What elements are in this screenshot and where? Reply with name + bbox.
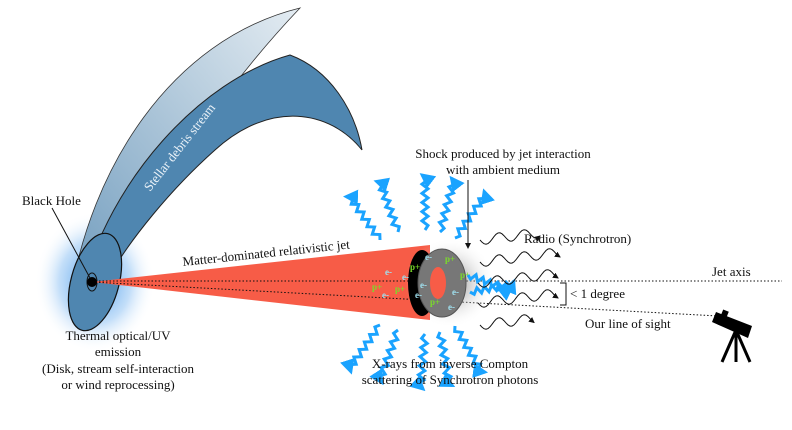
electron-label: e- [425, 252, 432, 262]
radio-wave-group [477, 229, 561, 330]
black-hole-label: Black Hole [22, 193, 81, 208]
radio-label: Radio (Synchrotron) [524, 231, 631, 246]
xray-label-line2: scattering of Synchrotron photons [362, 372, 539, 387]
photon-arrow-group [340, 173, 517, 392]
radio-wave [477, 269, 559, 288]
photon-arrow [469, 278, 517, 297]
photon-arrow [342, 189, 382, 241]
line-of-sight [91, 281, 719, 317]
debris-stream-inner [81, 54, 363, 291]
proton-label: p+ [372, 282, 382, 292]
shock-label-line1: Shock produced by jet interaction [415, 146, 591, 161]
electron-label: e- [382, 290, 389, 300]
photon-arrow [437, 175, 465, 234]
thermal-label-line2: emission [95, 344, 142, 359]
electron-label: e- [452, 287, 459, 297]
electron-label: e- [415, 290, 422, 300]
proton-label: p+ [460, 270, 470, 280]
black-hole-pointer [51, 207, 91, 279]
thermal-label-line1: Thermal optical/UV [65, 328, 171, 343]
electron-label: e- [420, 280, 427, 290]
photon-arrow [369, 328, 401, 386]
proton-label: p+ [430, 297, 440, 307]
black-hole [87, 277, 97, 287]
jet-axis-label: Jet axis [712, 264, 751, 279]
electron-label: e- [448, 302, 455, 312]
radio-wave [477, 289, 559, 308]
radio-wave [479, 314, 535, 330]
proton-label: p+ [395, 284, 405, 294]
shock-label-line2: with ambient medium [446, 162, 560, 177]
photon-arrow [419, 173, 437, 231]
radio-wave [479, 229, 541, 245]
radio-wave [479, 248, 561, 267]
proton-label: p+ [410, 262, 420, 272]
thermal-label-line3: (Disk, stream self-interaction [42, 361, 194, 376]
photon-arrow [453, 325, 489, 379]
xray-label-line1: X-rays from inverse Compton [372, 356, 529, 371]
thermal-label-line4: or wind reprocessing) [61, 377, 174, 392]
telescope-icon [712, 309, 752, 363]
shock-hole [430, 267, 446, 299]
photon-arrow [373, 177, 402, 233]
particle-group: p+e-p+e-p+e-e-p+p+e-p+e-e-e- [372, 252, 470, 312]
electron-label: e- [402, 272, 409, 282]
line-of-sight-label: Our line of sight [585, 316, 671, 331]
proton-label: p+ [445, 254, 455, 264]
photon-arrow [435, 331, 456, 388]
photon-arrow [409, 333, 430, 392]
angle-label: < 1 degree [570, 286, 625, 301]
photon-arrow [340, 323, 381, 375]
electron-label: e- [385, 267, 392, 277]
angle-bracket [560, 282, 567, 306]
relativistic-jet [92, 245, 430, 320]
photon-arrow [454, 188, 495, 240]
